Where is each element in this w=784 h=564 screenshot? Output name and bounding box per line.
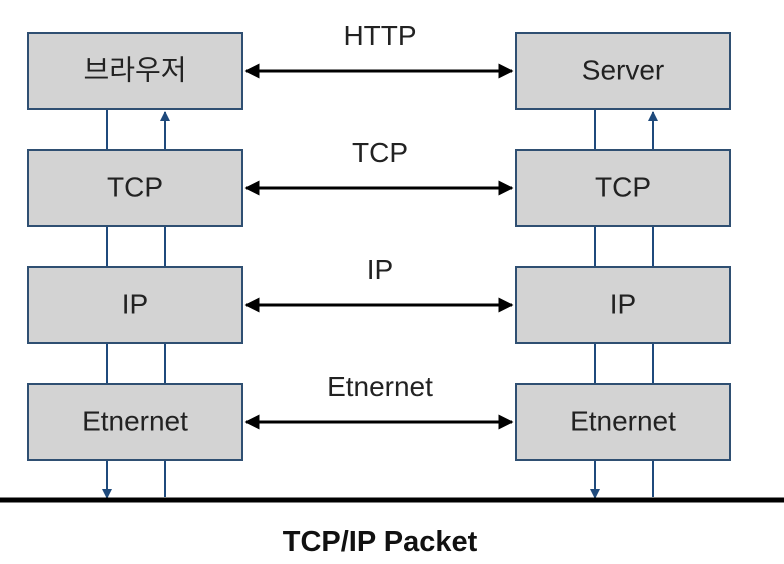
diagram-caption: TCP/IP Packet	[283, 526, 478, 558]
right-stack: Server TCP IP Etnernet	[515, 32, 731, 461]
left-box-internet-label: IP	[122, 288, 148, 319]
right-box-transport-label: TCP	[595, 171, 651, 202]
right-box-internet-label: IP	[610, 288, 636, 319]
right-box-link: Etnernet	[515, 383, 731, 461]
left-box-link-label: Etnernet	[82, 405, 188, 436]
left-box-transport: TCP	[27, 149, 243, 227]
left-box-application-label: 브라우저	[83, 54, 186, 85]
right-box-link-label: Etnernet	[570, 405, 676, 436]
right-box-application: Server	[515, 32, 731, 110]
protocol-label-transport: TCP	[352, 137, 408, 168]
peer-connections: HTTP TCP IP Etnernet	[244, 20, 514, 430]
right-box-application-label: Server	[582, 54, 664, 85]
left-box-application: 브라우저	[27, 32, 243, 110]
protocol-label-internet: IP	[367, 254, 393, 285]
left-stack: 브라우저 TCP IP Etnernet	[27, 32, 243, 461]
protocol-label-application: HTTP	[343, 20, 416, 51]
left-box-internet: IP	[27, 266, 243, 344]
left-box-link: Etnernet	[27, 383, 243, 461]
protocol-label-link: Etnernet	[327, 371, 433, 402]
left-box-transport-label: TCP	[107, 171, 163, 202]
right-box-transport: TCP	[515, 149, 731, 227]
right-box-internet: IP	[515, 266, 731, 344]
